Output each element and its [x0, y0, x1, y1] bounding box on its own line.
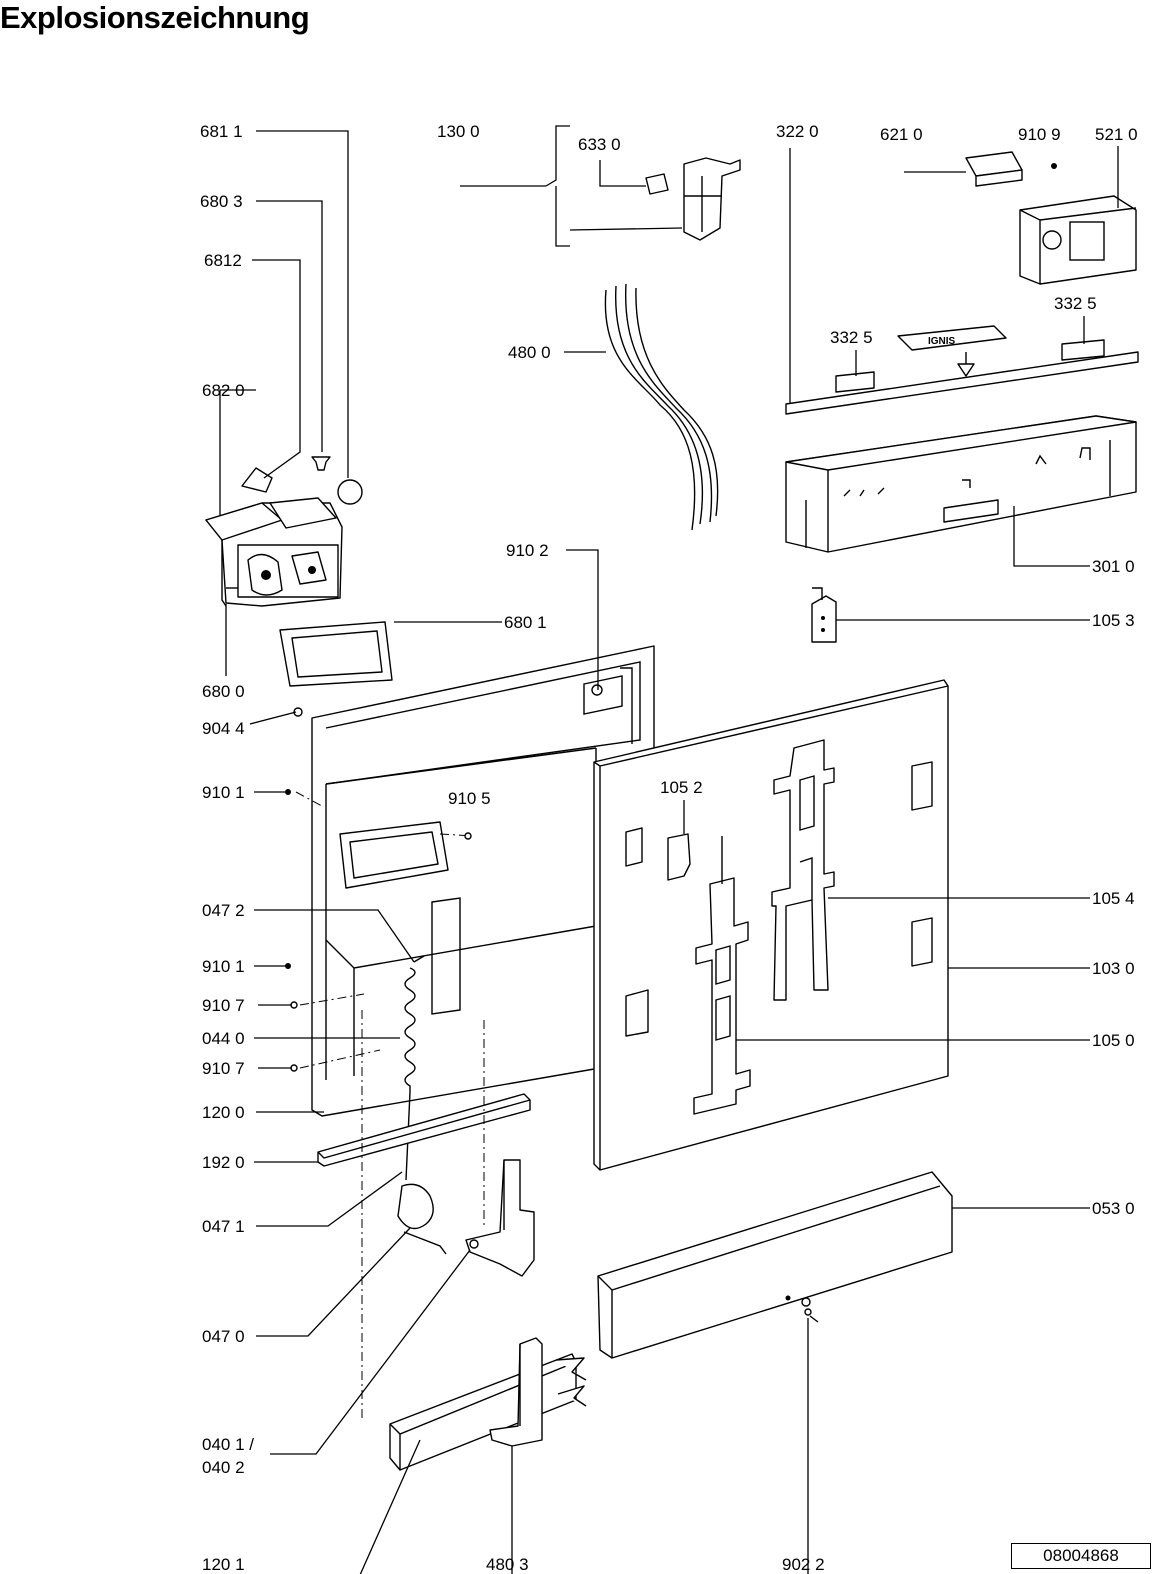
label-4800: 480 0 [508, 343, 551, 362]
label-6820: 682 0 [202, 381, 245, 400]
label-0440: 044 0 [202, 1029, 245, 1048]
document-number: 08004868 [1011, 1543, 1151, 1569]
cable-harness [604, 283, 719, 531]
label-6800: 680 0 [202, 682, 245, 701]
label-0402: 040 2 [202, 1458, 245, 1477]
hinge-spring [397, 955, 447, 1255]
module-621-part [965, 151, 1023, 187]
label-1054: 105 4 [1092, 889, 1135, 908]
label-1052: 105 2 [660, 778, 703, 797]
label-6803: 680 3 [200, 192, 243, 211]
label-3220: 322 0 [776, 122, 819, 141]
bracket-1053-part [811, 587, 837, 643]
electronic-module [1019, 195, 1137, 285]
label-6330: 633 0 [578, 135, 621, 154]
dispenser-assembly [205, 497, 343, 607]
label-3325a: 332 5 [830, 328, 873, 347]
screws [285, 707, 472, 1072]
leader-lines [219, 125, 1119, 1574]
hinge-bracket [465, 1159, 535, 1277]
label-1201: 120 1 [202, 1555, 245, 1574]
label-1920: 192 0 [202, 1153, 245, 1172]
front-panel [785, 415, 1137, 553]
label-9105: 910 5 [448, 789, 491, 808]
label-9107a: 910 7 [202, 996, 245, 1015]
outer-door-panel [593, 679, 949, 1171]
assembly-centerlines [295, 791, 485, 1420]
label-4803: 480 3 [486, 1555, 529, 1574]
label-0530: 053 0 [1092, 1199, 1135, 1218]
label-9101b: 910 1 [202, 957, 245, 976]
label-0470: 047 0 [202, 1327, 245, 1346]
label-1050: 105 0 [1092, 1031, 1135, 1050]
label-0401: 040 1 / [202, 1435, 254, 1454]
label-3010: 301 0 [1092, 557, 1135, 576]
ignis-badge: IGNIS [897, 325, 1007, 377]
part-labels: 681 1 680 3 6812 682 0 680 0 680 1 904 4… [200, 122, 1138, 1574]
label-6801: 680 1 [504, 613, 547, 632]
inner-door-frame [311, 645, 655, 1117]
label-3325b: 332 5 [1054, 294, 1097, 313]
label-9044: 904 4 [202, 719, 245, 738]
label-1300: 130 0 [437, 122, 480, 141]
dispenser-lever-part [241, 467, 273, 493]
label-6811: 681 1 [200, 122, 243, 141]
control-panel-strip [785, 339, 1139, 415]
label-9109: 910 9 [1018, 125, 1061, 144]
label-1200: 120 0 [202, 1103, 245, 1122]
label-1053: 105 3 [1092, 611, 1135, 630]
page-title: Explosionszeichnung [0, 0, 310, 35]
switch-assembly [645, 157, 741, 241]
dispenser-pin-part [311, 456, 331, 471]
screw-9109-part [1051, 163, 1057, 169]
label-9101a: 910 1 [202, 783, 245, 802]
label-6812: 6812 [204, 251, 242, 270]
ignis-badge-text: IGNIS [928, 336, 956, 347]
kick-plate [597, 1171, 953, 1359]
label-0472: 047 2 [202, 901, 245, 920]
label-9107b: 910 7 [202, 1059, 245, 1078]
dispenser-cap-part [337, 479, 363, 505]
bracket-1050-part [693, 836, 751, 1115]
bracket-1054-part [771, 739, 835, 1001]
lower-rail [389, 1353, 587, 1471]
label-5210: 521 0 [1095, 125, 1138, 144]
label-0471: 047 1 [202, 1217, 245, 1236]
label-9022: 902 2 [782, 1555, 825, 1574]
label-9102: 910 2 [506, 541, 549, 560]
label-1030: 103 0 [1092, 959, 1135, 978]
label-6210: 621 0 [880, 125, 923, 144]
dispenser-gasket-part [279, 621, 393, 687]
